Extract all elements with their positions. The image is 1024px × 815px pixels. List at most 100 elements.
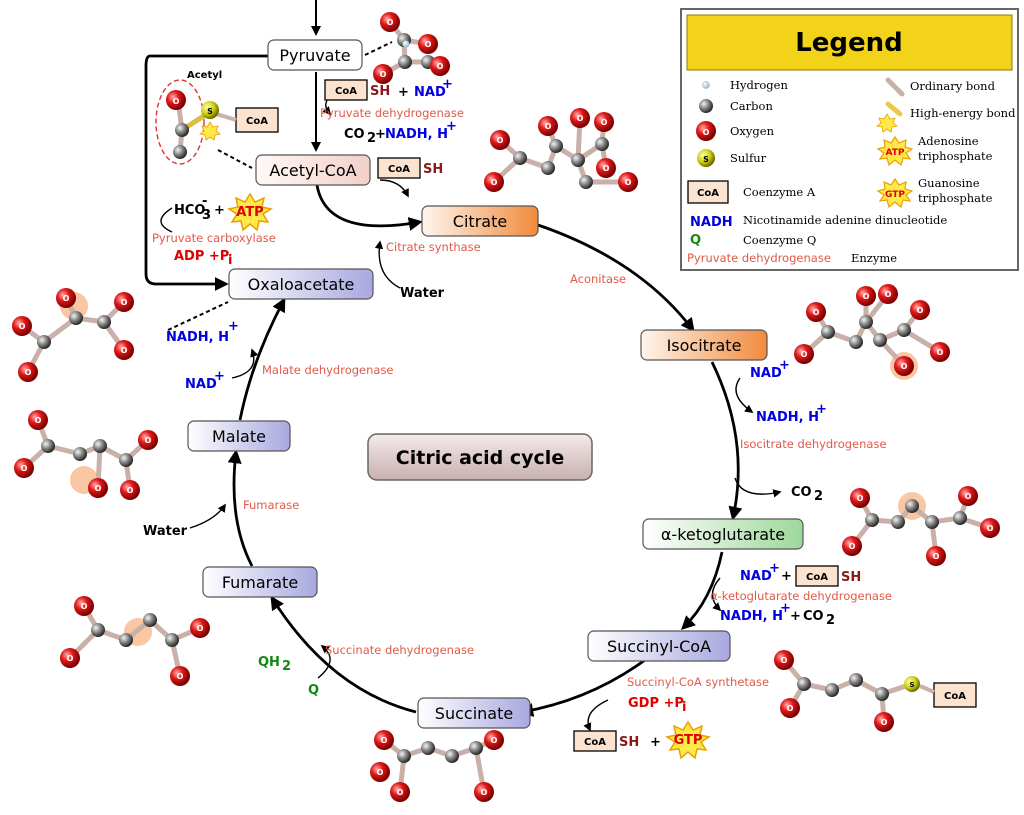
- svg-text:O: O: [81, 602, 88, 611]
- svg-text:O: O: [703, 128, 710, 137]
- svg-text:Acetyl: Acetyl: [187, 70, 222, 81]
- svg-text:NADH, H: NADH, H: [720, 609, 783, 624]
- svg-text:O: O: [933, 552, 940, 561]
- svg-text:+: +: [375, 127, 386, 142]
- svg-text:SH: SH: [841, 570, 861, 585]
- label-malate: Malate: [212, 427, 266, 446]
- legend-gtp-line1: Guanosine: [918, 176, 980, 190]
- arrow-fumarate-malate: [227, 449, 254, 567]
- svg-text:2: 2: [826, 613, 835, 628]
- title-box: Citric acid cycle: [367, 433, 593, 481]
- enzyme-pyruvate-dehydrogenase: Pyruvate dehydrogenase: [320, 106, 464, 120]
- coa-succinyl-molecule: CoA: [933, 682, 977, 708]
- svg-text:O: O: [95, 484, 102, 493]
- svg-text:CoA: CoA: [388, 164, 410, 175]
- node-fumarate[interactable]: Fumarate: [202, 566, 318, 598]
- node-oxaloacetate[interactable]: Oxaloacetate: [228, 268, 374, 300]
- enzyme-fumarase: Fumarase: [243, 498, 299, 512]
- svg-text:+: +: [446, 119, 457, 134]
- svg-text:CoA: CoA: [584, 737, 606, 748]
- node-pyruvate[interactable]: Pyruvate: [267, 39, 363, 71]
- svg-text:O: O: [380, 70, 387, 79]
- svg-text:NAD: NAD: [740, 569, 772, 584]
- coa-acetyl-molecule: CoA: [235, 107, 279, 133]
- svg-text:2: 2: [814, 489, 823, 504]
- legend-gtp-line2: triphosphate: [918, 191, 993, 205]
- svg-text:+: +: [214, 203, 225, 218]
- svg-text:NADH, H: NADH, H: [166, 330, 229, 345]
- enzyme-citrate-synthase: Citrate synthase: [386, 240, 481, 254]
- svg-text:O: O: [813, 308, 820, 317]
- svg-text:GDP +P: GDP +P: [628, 696, 684, 711]
- legend-enzyme: Enzyme: [851, 251, 897, 265]
- svg-text:NAD: NAD: [185, 377, 217, 392]
- svg-text:O: O: [497, 136, 504, 145]
- enzyme-labels: Pyruvate dehydrogenase Pyruvate carboxyl…: [152, 106, 892, 689]
- svg-text:O: O: [35, 416, 42, 425]
- svg-text:SH: SH: [619, 735, 639, 750]
- svg-text:O: O: [177, 672, 184, 681]
- svg-text:O: O: [397, 788, 404, 797]
- svg-text:CoA: CoA: [806, 572, 828, 583]
- svg-text:Water: Water: [400, 286, 445, 301]
- svg-text:O: O: [545, 122, 552, 131]
- node-succinate[interactable]: Succinate: [417, 697, 531, 729]
- svg-text:Q: Q: [690, 233, 701, 248]
- svg-text:NAD: NAD: [414, 85, 446, 100]
- svg-text:CoA: CoA: [246, 116, 268, 127]
- arrow-malate-oxaloacetate: [238, 297, 286, 421]
- svg-text:2: 2: [282, 659, 291, 674]
- node-citrate[interactable]: Citrate: [421, 205, 539, 237]
- enzyme-pyruvate-carboxylase: Pyruvate carboxylase: [152, 231, 276, 245]
- arrow-succinylcoa-succinate: [519, 658, 646, 717]
- svg-text:O: O: [965, 492, 972, 501]
- svg-text:O: O: [849, 542, 856, 551]
- svg-text:Pyruvate dehydrogenase: Pyruvate dehydrogenase: [687, 251, 831, 265]
- svg-text:+: +: [442, 77, 453, 92]
- svg-text:+: +: [779, 358, 790, 373]
- svg-text:GTP: GTP: [885, 190, 905, 200]
- svg-text:O: O: [885, 290, 892, 299]
- coa-sh-succinyl: CoA SH +: [573, 730, 661, 752]
- label-fumarate: Fumarate: [222, 573, 298, 592]
- arrow-isocitrate-akg: [710, 361, 743, 521]
- svg-text:+: +: [398, 85, 409, 100]
- svg-text:O: O: [145, 436, 152, 445]
- enzyme-akg-dehydrogenase: α-ketoglutarate dehydrogenase: [710, 589, 892, 603]
- enzyme-succinate-dehydrogenase: Succinate dehydrogenase: [325, 643, 474, 657]
- svg-text:O: O: [901, 362, 908, 371]
- svg-text:S: S: [703, 155, 709, 164]
- label-oxaloacetate: Oxaloacetate: [248, 275, 355, 294]
- enzyme-aconitase: Aconitase: [570, 272, 626, 286]
- node-alpha-ketoglutarate[interactable]: α-ketoglutarate: [642, 518, 804, 550]
- svg-text:+: +: [780, 601, 791, 616]
- coa-sh-pyruvate: CoA SH + NAD +: [324, 77, 453, 101]
- svg-text:+: +: [214, 369, 225, 384]
- svg-text:O: O: [787, 704, 794, 713]
- svg-text:O: O: [121, 298, 128, 307]
- svg-text:CoA: CoA: [697, 188, 719, 199]
- svg-text:O: O: [625, 178, 632, 187]
- arrow-akg-succinylcoa: [680, 551, 724, 630]
- svg-text:SH: SH: [370, 84, 390, 99]
- legend-atp-line1: Adenosine: [917, 134, 979, 148]
- svg-text:S: S: [207, 107, 213, 116]
- svg-text:O: O: [67, 654, 74, 663]
- enzyme-succinyl-coa-synthetase: Succinyl-CoA synthetase: [627, 675, 769, 689]
- svg-text:O: O: [863, 292, 870, 301]
- legend-hydrogen: Hydrogen: [730, 78, 788, 92]
- legend-atp-line2: triphosphate: [918, 149, 993, 163]
- svg-text:+: +: [790, 609, 801, 624]
- svg-text:O: O: [801, 350, 808, 359]
- node-malate[interactable]: Malate: [187, 420, 291, 452]
- svg-text:O: O: [437, 62, 444, 71]
- svg-text:NAD: NAD: [750, 366, 782, 381]
- label-succinate: Succinate: [435, 704, 513, 723]
- node-acetyl-coa[interactable]: Acetyl-CoA: [255, 154, 371, 186]
- node-succinyl-coa[interactable]: Succinyl-CoA: [587, 630, 731, 662]
- node-isocitrate[interactable]: Isocitrate: [640, 329, 768, 361]
- svg-text:QH: QH: [258, 655, 280, 670]
- svg-text:O: O: [377, 768, 384, 777]
